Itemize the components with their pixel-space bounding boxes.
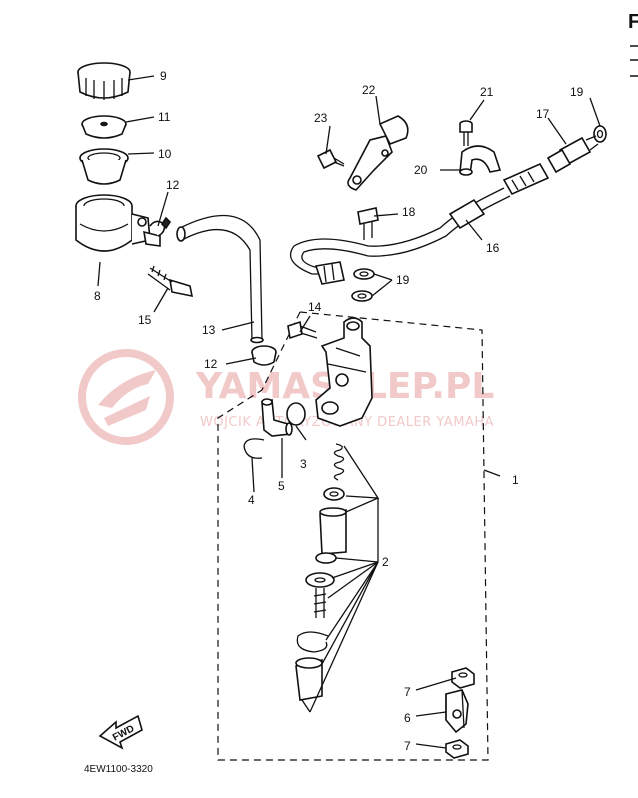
part-12-hose-clip-lower	[251, 345, 277, 366]
callout-10: 10	[158, 147, 172, 161]
part-19-washers-pair	[351, 268, 375, 302]
callout-19-pair: 19	[396, 273, 410, 287]
part-4-circlip	[243, 438, 265, 459]
callout-19-top: 19	[570, 85, 584, 99]
callout-4: 4	[248, 493, 255, 507]
callout-2: 2	[382, 555, 389, 569]
part-10-diaphragm	[79, 148, 129, 185]
callout-6: 6	[404, 711, 411, 725]
callout-9: 9	[160, 69, 167, 83]
part-8-reservoir	[75, 194, 161, 252]
corner-marks	[630, 45, 638, 77]
fwd-arrow: FWD	[98, 714, 143, 750]
callout-16: 16	[486, 241, 500, 255]
part-17-union-bolt	[546, 135, 599, 174]
callout-7-lower: 7	[404, 739, 411, 753]
callout-12-lower: 12	[204, 357, 218, 371]
part-7-nut-lower	[445, 739, 469, 759]
part-14-bolt	[287, 320, 318, 340]
part-20-hose-holder	[459, 145, 502, 176]
corner-glyph: F	[628, 11, 638, 33]
part-11-diaphragm-plate	[81, 115, 127, 139]
watermark-logo	[78, 349, 174, 445]
assembly-outline	[217, 311, 489, 761]
callout-15: 15	[138, 313, 152, 327]
part-6-clevis	[445, 689, 469, 734]
watermark-logo-wing	[98, 370, 156, 426]
part-21-screw	[459, 120, 473, 146]
callout-labels: 1 2 3 4 5 6 7 7 8 9 10 11 12 12 13 14 15…	[94, 69, 584, 753]
callout-1: 1	[512, 473, 519, 487]
callout-17: 17	[536, 107, 550, 121]
part-16-brake-hose	[289, 162, 550, 285]
callout-14: 14	[308, 300, 322, 314]
callout-12-upper: 12	[166, 178, 180, 192]
callout-18: 18	[402, 205, 416, 219]
callout-3: 3	[300, 457, 307, 471]
callout-22: 22	[362, 83, 376, 97]
callout-20: 20	[414, 163, 428, 177]
callout-8: 8	[94, 289, 101, 303]
part-5-elbow-fitting	[261, 398, 293, 437]
callout-7-upper: 7	[404, 685, 411, 699]
part-3-o-ring	[286, 402, 306, 426]
callout-21: 21	[480, 85, 494, 99]
part-15-bolt	[147, 265, 194, 298]
part-18-union-bolt	[357, 207, 379, 240]
part-7-nut-upper	[451, 667, 475, 689]
part-9-reservoir-cap	[77, 62, 131, 100]
callout-5: 5	[278, 479, 285, 493]
callout-11: 11	[158, 110, 171, 124]
callout-23: 23	[314, 111, 328, 125]
diagram-code: 4EW1100-3320	[84, 764, 153, 775]
part-13-hose	[176, 214, 264, 344]
part-19-washer-top	[593, 125, 607, 143]
part-23-bolt	[316, 148, 345, 170]
part-12-hose-clip-upper	[149, 216, 172, 237]
part-2-piston-kit	[295, 443, 347, 701]
leader-lines	[97, 75, 601, 749]
master-cylinder-body	[315, 317, 373, 427]
part-22-bracket	[347, 115, 409, 191]
callout-13: 13	[202, 323, 216, 337]
